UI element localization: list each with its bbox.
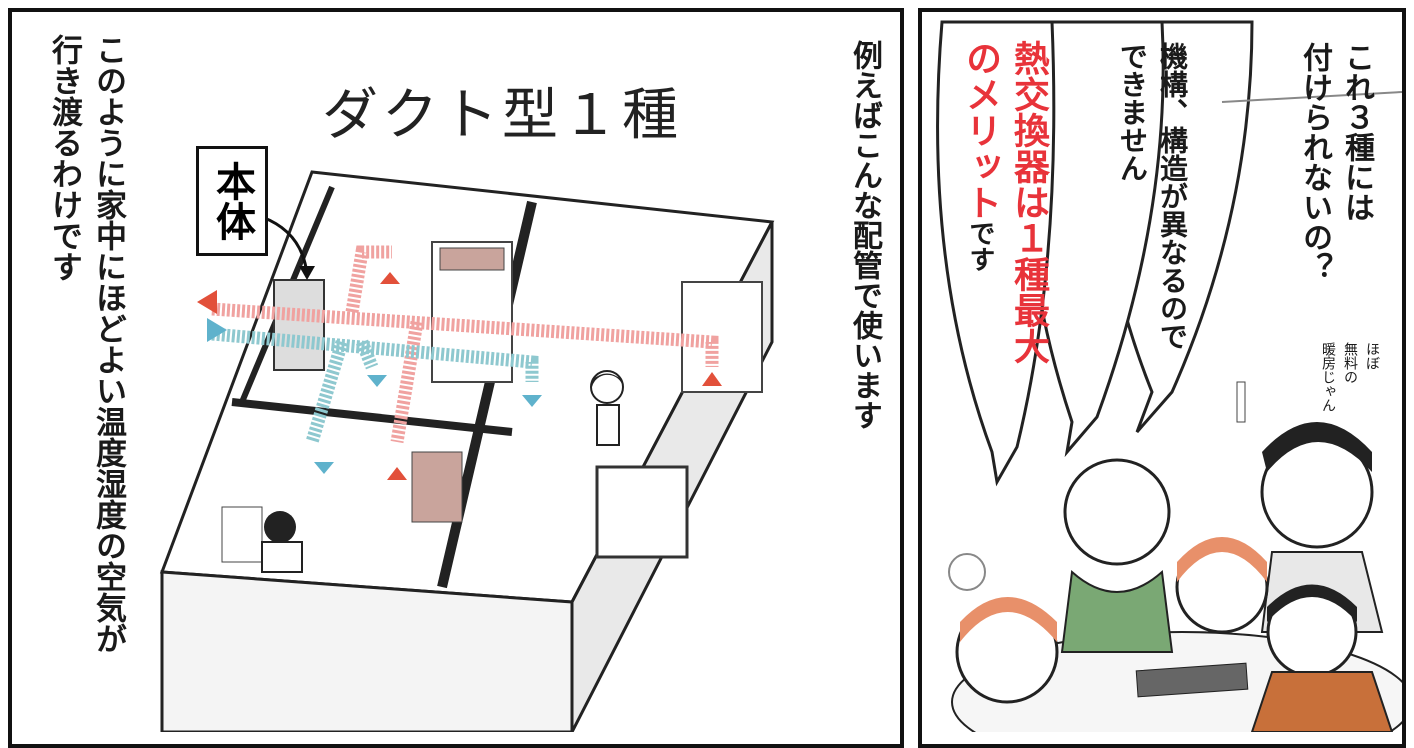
cool-duct: [305, 340, 349, 444]
chair: [221, 506, 263, 563]
person-bald-body: [1060, 569, 1174, 653]
bed: [681, 281, 763, 393]
door-handle: [1236, 381, 1246, 423]
bubble-2-line-1: 機構、構造が異なるので: [1156, 42, 1189, 350]
ventilation-unit: [273, 279, 325, 371]
bubble-1-line-2: 付けられないの？: [1297, 42, 1332, 282]
partition-wall: [231, 398, 513, 436]
diagram-title: ダクト型１種: [322, 83, 682, 148]
bubble-1-line-1: これ３種には: [1339, 42, 1374, 222]
pointer-arrowhead: [299, 266, 315, 280]
person-body: [261, 541, 303, 573]
cool-duct: [355, 339, 379, 370]
table: [595, 465, 689, 559]
caption-explanation-line-2: 行き渡るわけです: [46, 34, 82, 282]
warm-arrow: [387, 467, 407, 480]
warm-arrow: [702, 372, 722, 386]
left-panel: ダクト型１種 本体 例えばこんな配管で使います このように家中にほどよい温度湿度…: [8, 8, 904, 748]
partition-wall: [437, 200, 537, 589]
caption-explanation-line-1: このように家中にほどよい温度湿度の空気が: [90, 34, 126, 654]
speech-bubble: [936, 20, 1056, 487]
bed-headboard: [439, 247, 505, 271]
person-woman-hair: [1177, 537, 1267, 582]
caption-example-piping: 例えばこんな配管で使います: [847, 40, 882, 430]
cool-arrow: [314, 462, 334, 474]
bubble-3-line-1: 熱交換器は１種最大: [1008, 40, 1049, 364]
cool-arrow: [522, 395, 542, 407]
warm-arrow: [197, 290, 217, 314]
person-girl-body: [1250, 671, 1394, 732]
warm-duct: [345, 245, 392, 314]
warm-duct: [211, 302, 719, 367]
wall-line: [1221, 91, 1402, 103]
cool-duct: [211, 327, 539, 382]
bubble-3-line-2: のメリット: [960, 40, 1001, 220]
aside-line-3: 暖房じゃん: [1320, 342, 1336, 412]
person-ponytail-hair: [960, 597, 1057, 642]
bubble-3-line-2-tail: です: [965, 220, 995, 272]
person-head: [590, 370, 624, 404]
person-background-head: [948, 553, 986, 591]
bubble-2-line-2: できません: [1116, 42, 1149, 182]
person-hair: [592, 373, 622, 387]
person-bald-head: [1063, 458, 1171, 566]
tablet: [1135, 662, 1249, 698]
aside-line-2: 無料の: [1342, 342, 1358, 384]
people-illustration: [936, 20, 1402, 732]
person-man-hair: [1262, 422, 1372, 472]
unit-label: 本体: [196, 146, 268, 256]
house-illustration: [159, 170, 775, 732]
bubble-3-line-2-wrap: のメリットです: [954, 40, 1006, 460]
shelf: [411, 451, 463, 523]
aside-line-1: ほぼ: [1364, 342, 1380, 370]
warm-duct: [390, 320, 424, 444]
person-girl-hair: [1267, 584, 1357, 622]
cool-arrow: [207, 318, 227, 342]
warm-arrow: [380, 272, 400, 284]
house-wall-front: [160, 570, 574, 732]
person-head: [264, 511, 296, 543]
cool-arrow: [367, 375, 387, 387]
person-body: [596, 404, 620, 446]
right-panel: これ３種には 付けられないの？ ほぼ 無料の 暖房じゃん 機構、構造が異なるので…: [918, 8, 1406, 748]
